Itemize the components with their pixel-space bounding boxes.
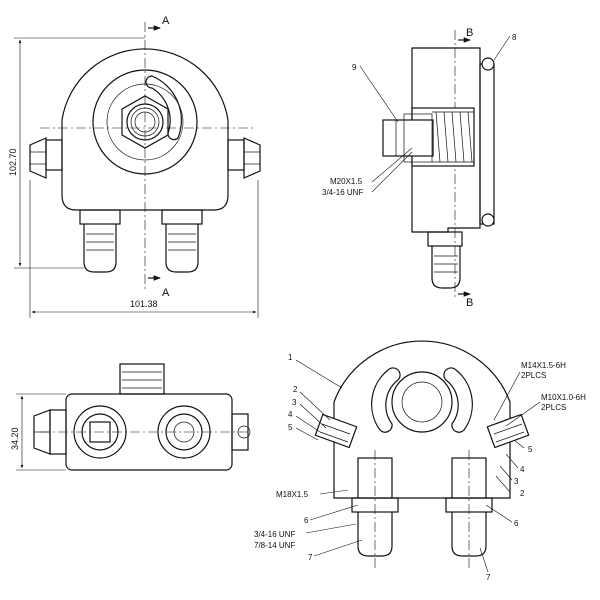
- callout-m10-qty: 2PLCS: [541, 403, 566, 412]
- front-view: [29, 22, 261, 290]
- height-dimension: [14, 37, 145, 269]
- callout-left-6: 6: [304, 516, 309, 525]
- section-b-label-top: B: [466, 27, 473, 39]
- internal-thread: [432, 111, 474, 163]
- callout-m14-qty: 2PLCS: [521, 371, 546, 380]
- callout-right-2: 2: [520, 489, 525, 498]
- dimension-thickness: 34.20: [10, 427, 20, 450]
- callout-right-3: 3: [514, 477, 519, 486]
- callout-right-7: 7: [486, 573, 491, 582]
- side-view: [16, 363, 251, 471]
- callout-thread-7-8-14-unf: 7/8-14 UNF: [254, 541, 295, 550]
- callout-part-8: 8: [512, 33, 517, 42]
- width-dimension: [29, 180, 259, 318]
- section-a-label-top: A: [162, 15, 170, 27]
- callout-thread-m14: M14X1.5-6H: [521, 361, 566, 370]
- section-a-label-bottom: A: [162, 287, 170, 299]
- callout-part-1: 1: [288, 353, 293, 362]
- callout-thread-m20: M20X1.5: [330, 177, 363, 186]
- callout-thread-3-4-16-unf: 3/4-16 UNF: [254, 530, 295, 539]
- callout-left-3: 3: [292, 398, 297, 407]
- dimension-width: 101.38: [130, 299, 158, 309]
- callout-left-2: 2: [293, 385, 298, 394]
- callout-part-9: 9: [352, 63, 357, 72]
- callout-right-5: 5: [528, 445, 533, 454]
- dimension-height: 102.70: [8, 148, 18, 176]
- section-b-view: [359, 30, 511, 300]
- callout-thread-m10: M10X1.0-6H: [541, 393, 586, 402]
- section-b-label-bottom: B: [466, 297, 473, 309]
- callout-thread-m18: M18X1.5: [276, 490, 309, 499]
- section-a-view: [295, 340, 541, 573]
- callout-left-5: 5: [288, 423, 293, 432]
- callout-right-4: 4: [520, 465, 525, 474]
- callout-thread-3-4-unf: 3/4-16 UNF: [322, 188, 363, 197]
- callout-right-6: 6: [514, 519, 519, 528]
- callout-left-4: 4: [288, 410, 293, 419]
- callout-left-7: 7: [308, 553, 313, 562]
